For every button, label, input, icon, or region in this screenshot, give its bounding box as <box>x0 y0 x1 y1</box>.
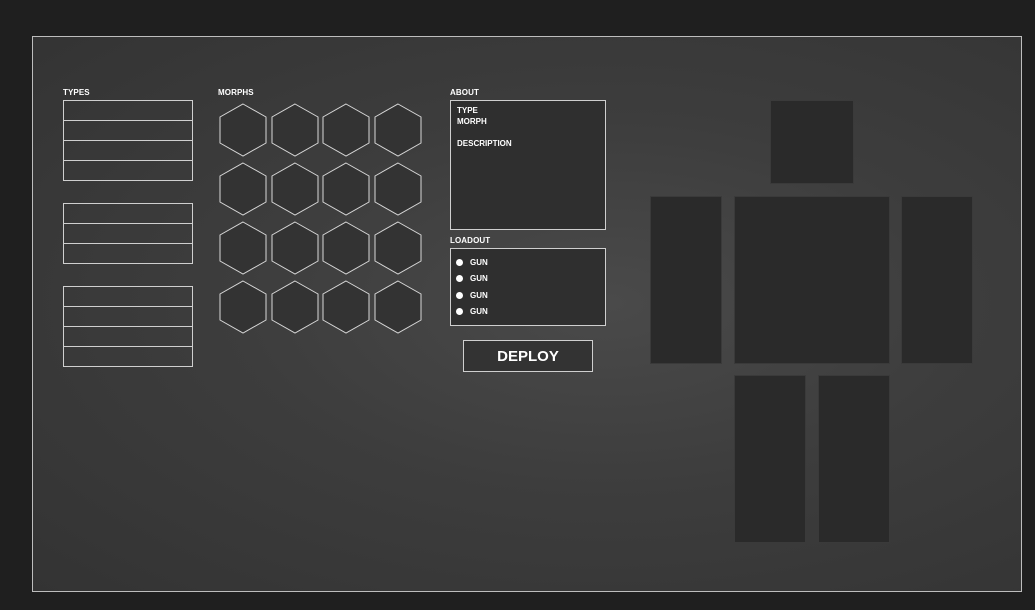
type-slot[interactable] <box>63 100 193 121</box>
radio-icon[interactable] <box>456 258 463 266</box>
morph-slot[interactable] <box>374 103 422 157</box>
loadout-option-1[interactable]: GUN <box>456 256 488 268</box>
loadout-option-2[interactable]: GUN <box>456 272 488 284</box>
morph-slot[interactable] <box>322 221 370 275</box>
type-slot[interactable] <box>63 140 193 161</box>
about-morph-label: MORPH <box>457 117 487 126</box>
loadout-option-4[interactable]: GUN <box>456 305 488 317</box>
type-slot[interactable] <box>63 286 193 307</box>
radio-icon[interactable] <box>456 274 463 282</box>
morph-slot[interactable] <box>322 103 370 157</box>
loadout-option-label: GUN <box>470 306 488 316</box>
morphs-heading: MORPHS <box>218 88 254 97</box>
hexagon-icon <box>271 103 318 157</box>
hexagon-icon <box>374 280 421 334</box>
torso-slot[interactable] <box>734 196 890 364</box>
hexagon-icon <box>219 103 267 157</box>
about-heading: ABOUT <box>450 88 479 97</box>
type-slot[interactable] <box>63 223 193 244</box>
hexagon-icon <box>271 162 318 216</box>
type-slot[interactable] <box>63 120 193 141</box>
left-arm-slot[interactable] <box>650 196 722 364</box>
morph-slot[interactable] <box>219 221 267 275</box>
radio-icon[interactable] <box>456 291 463 299</box>
type-slot[interactable] <box>63 346 193 367</box>
morph-slot[interactable] <box>219 103 267 157</box>
hexagon-icon <box>322 221 370 275</box>
morph-slot[interactable] <box>219 280 267 334</box>
loadout-option-label: GUN <box>470 257 488 267</box>
hexagon-icon <box>374 103 421 157</box>
about-type-label: TYPE <box>457 106 478 115</box>
hexagon-icon <box>271 280 318 334</box>
morph-slot[interactable] <box>271 280 319 334</box>
loadout-option-label: GUN <box>470 273 488 283</box>
hexagon-icon <box>271 221 318 275</box>
radio-icon[interactable] <box>456 307 463 315</box>
types-group-1 <box>63 100 193 181</box>
morph-slot[interactable] <box>374 162 422 216</box>
hexagon-icon <box>374 162 421 216</box>
right-arm-slot[interactable] <box>901 196 973 364</box>
types-group-3 <box>63 286 193 367</box>
about-box: TYPE MORPH DESCRIPTION <box>450 100 606 230</box>
head-slot[interactable] <box>770 100 854 184</box>
hexagon-icon <box>322 280 370 334</box>
morph-slot[interactable] <box>271 221 319 275</box>
loadout-option-label: GUN <box>470 290 488 300</box>
morph-slot[interactable] <box>219 162 267 216</box>
types-heading: TYPES <box>63 88 90 97</box>
hexagon-icon <box>322 103 370 157</box>
hexagon-icon <box>374 221 421 275</box>
right-leg-slot[interactable] <box>818 375 890 543</box>
left-leg-slot[interactable] <box>734 375 806 543</box>
loadout-panel: TYPES MORPHS ABOUT TYPE MORPH DESCRIPTIO… <box>32 36 1022 592</box>
morph-slot[interactable] <box>322 280 370 334</box>
morph-slot[interactable] <box>271 162 319 216</box>
type-slot[interactable] <box>63 306 193 327</box>
type-slot[interactable] <box>63 326 193 347</box>
hexagon-icon <box>322 162 370 216</box>
type-slot[interactable] <box>63 243 193 264</box>
morph-slot[interactable] <box>374 221 422 275</box>
type-slot[interactable] <box>63 203 193 224</box>
type-slot[interactable] <box>63 160 193 181</box>
loadout-heading: LOADOUT <box>450 236 491 245</box>
morph-slot[interactable] <box>374 280 422 334</box>
hexagon-icon <box>219 280 267 334</box>
deploy-button[interactable]: DEPLOY <box>463 340 593 372</box>
types-group-2 <box>63 203 193 264</box>
loadout-option-3[interactable]: GUN <box>456 289 488 301</box>
morph-slot[interactable] <box>322 162 370 216</box>
morph-slot[interactable] <box>271 103 319 157</box>
hexagon-icon <box>219 221 267 275</box>
about-description-label: DESCRIPTION <box>457 139 512 148</box>
hexagon-icon <box>219 162 267 216</box>
loadout-box: GUN GUN GUN GUN <box>450 248 606 326</box>
